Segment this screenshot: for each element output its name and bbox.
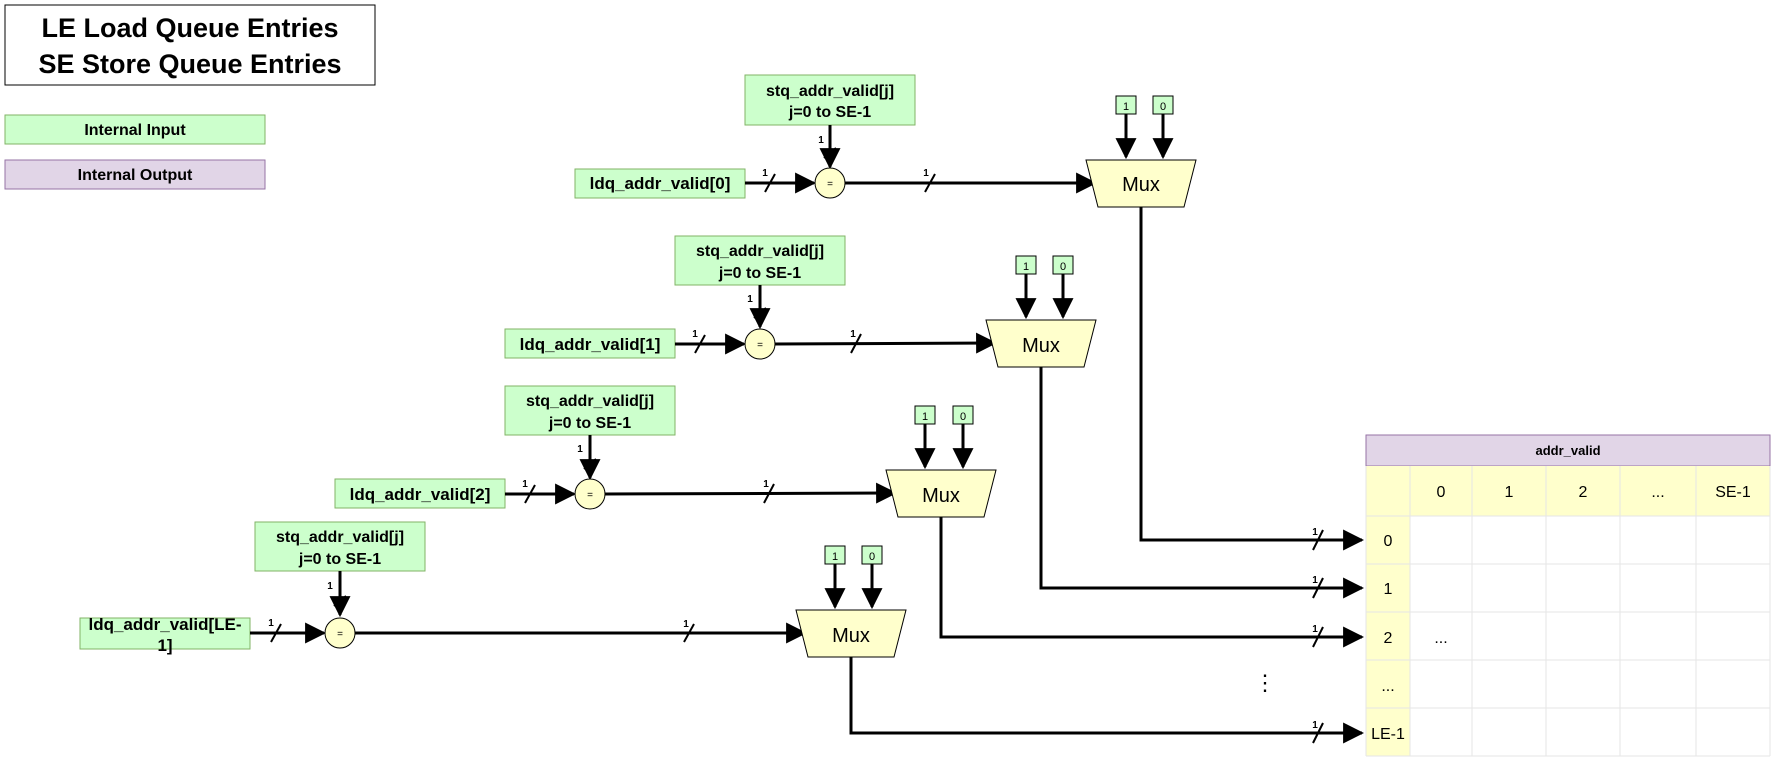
ldq-input-label-line1: ldq_addr_valid[LE- [88, 615, 241, 634]
ldq-input-label-line2: 1] [157, 636, 172, 655]
title-box: LE Load Queue Entries SE Store Queue Ent… [4, 4, 376, 86]
legend-input-label: Internal Input [84, 122, 186, 139]
row-1: stq_addr_valid[j] j=0 to SE-1 1 ldq_addr… [504, 235, 1365, 599]
mux-input-0: 0 [960, 411, 966, 423]
bit-width-label: 1 [747, 294, 753, 305]
equality-comparator: = [757, 340, 763, 351]
equality-comparator: = [337, 629, 343, 640]
mux: Mux [922, 485, 960, 507]
row-2: stq_addr_valid[j] j=0 to SE-1 1 ldq_addr… [334, 385, 1365, 648]
table-row-header: 0 [1384, 533, 1393, 550]
mux-input-1: 1 [1023, 261, 1029, 273]
mux-input-0: 0 [1160, 101, 1166, 113]
bit-width-label: 1 [763, 479, 769, 490]
ldq-input-label: ldq_addr_valid[0] [590, 174, 731, 193]
stq-label-line1: stq_addr_valid[j] [276, 529, 404, 546]
bit-width-label: 1 [1312, 624, 1318, 635]
table-col-header: SE-1 [1715, 484, 1751, 501]
bit-width-label: 1 [1312, 527, 1318, 538]
bit-width-label: 1 [522, 479, 528, 490]
table-cell-ellipsis: ... [1434, 630, 1447, 647]
bit-width-label: 1 [692, 329, 698, 340]
bit-width-label: 1 [577, 444, 583, 455]
mux-input-1: 1 [922, 411, 928, 423]
stq-label-line1: stq_addr_valid[j] [526, 393, 654, 410]
table-title: addr_valid [1535, 443, 1600, 458]
mux: Mux [832, 625, 870, 647]
title-line-1: LE Load Queue Entries [41, 13, 338, 43]
table-col-header: 2 [1579, 484, 1588, 501]
addr-valid-table: addr_valid 0 1 2 ... SE-1 0 [1365, 434, 1771, 757]
row-0: stq_addr_valid[j] j=0 to SE-1 1 ldq_addr… [574, 74, 1365, 551]
equality-comparator: = [587, 490, 593, 501]
vertical-ellipsis: ⋮ [1254, 670, 1276, 695]
mux-input-0: 0 [1060, 261, 1066, 273]
bit-width-label: 1 [683, 619, 689, 630]
mux: Mux [1022, 335, 1060, 357]
bit-width-label: 1 [923, 168, 929, 179]
stq-label-line2: j=0 to SE-1 [548, 415, 631, 432]
bit-width-label: 1 [1312, 720, 1318, 731]
table-row-header: 1 [1384, 581, 1393, 598]
mux-input-1: 1 [832, 551, 838, 563]
legend: Internal Input Internal Output [4, 114, 266, 190]
mux-input-1: 1 [1123, 101, 1129, 113]
equality-comparator: = [827, 179, 833, 190]
table-row-header: 2 [1384, 630, 1393, 647]
bit-width-label: 1 [818, 135, 824, 146]
mux: Mux [1122, 174, 1160, 196]
bit-width-label: 1 [268, 618, 274, 629]
table-row-header: LE-1 [1371, 726, 1405, 743]
stq-label-line2: j=0 to SE-1 [718, 265, 801, 282]
title-line-2: SE Store Queue Entries [38, 49, 341, 79]
stq-label-line1: stq_addr_valid[j] [766, 83, 894, 100]
legend-output-label: Internal Output [78, 167, 193, 184]
row-le-1: stq_addr_valid[j] j=0 to SE-1 1 ldq_addr… [79, 521, 1365, 744]
bit-width-label: 1 [327, 581, 333, 592]
stq-label-line2: j=0 to SE-1 [788, 104, 871, 121]
bit-width-label: 1 [1312, 575, 1318, 586]
ldq-input-label: ldq_addr_valid[1] [520, 335, 661, 354]
stq-label-line2: j=0 to SE-1 [298, 551, 381, 568]
stq-label-line1: stq_addr_valid[j] [696, 243, 824, 260]
bit-width-label: 1 [762, 168, 768, 179]
bit-width-label: 1 [850, 329, 856, 340]
mux-input-0: 0 [869, 551, 875, 563]
ldq-input-label: ldq_addr_valid[2] [350, 485, 491, 504]
table-row-header: ... [1381, 678, 1394, 695]
table-col-header: ... [1651, 484, 1664, 501]
table-col-header: 1 [1505, 484, 1514, 501]
table-col-header: 0 [1437, 484, 1446, 501]
